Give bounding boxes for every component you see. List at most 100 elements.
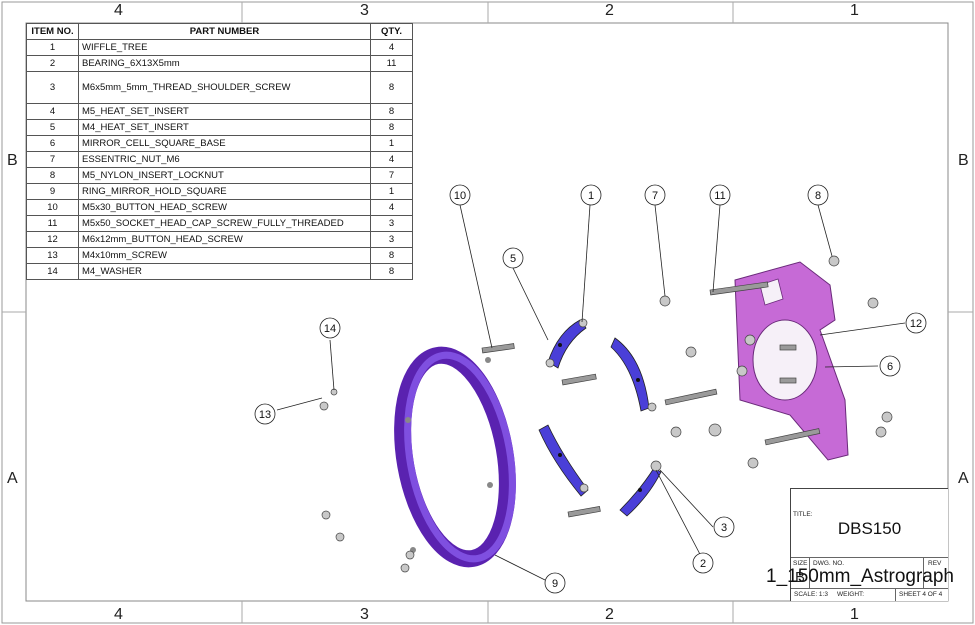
bom-header-part: PART NUMBER <box>78 23 371 40</box>
balloon-10: 10 <box>449 184 471 206</box>
bom-item: 2 <box>26 55 79 72</box>
mirror-cell-base <box>734 261 849 461</box>
bom-qty: 4 <box>370 39 413 56</box>
bom-item: 12 <box>26 231 79 248</box>
bom-part: M4x10mm_SCREW <box>78 247 371 264</box>
balloon-8: 8 <box>807 184 829 206</box>
bom-part: ESSENTRIC_NUT_M6 <box>78 151 371 168</box>
bom-part: BEARING_6X13X5mm <box>78 55 371 72</box>
svg-text:7: 7 <box>652 190 658 202</box>
bom-header-qty: QTY. <box>370 23 413 40</box>
bom-item: 14 <box>26 263 79 280</box>
mirror-ring <box>394 346 516 568</box>
bom-qty: 3 <box>370 231 413 248</box>
bom-part: M4_HEAT_SET_INSERT <box>78 119 371 136</box>
bom-part: M6x12mm_BUTTON_HEAD_SCREW <box>78 231 371 248</box>
wiffle-tree-group <box>538 319 662 517</box>
bom-item: 9 <box>26 183 79 200</box>
zone-col-2-bottom: 2 <box>605 606 614 623</box>
bom-item: 7 <box>26 151 79 168</box>
bom-part: MIRROR_CELL_SQUARE_BASE <box>78 135 371 152</box>
svg-text:13: 13 <box>259 409 271 421</box>
balloon-13: 13 <box>254 403 276 425</box>
bom-header-item: ITEM NO. <box>26 23 79 40</box>
zone-row-b-right: B <box>958 152 969 169</box>
bom-qty: 8 <box>370 263 413 280</box>
balloon-1: 1 <box>580 184 602 206</box>
balloons: 1 5 7 11 8 10 12 6 14 13 3 2 9 <box>254 184 927 594</box>
zone-col-3-top: 3 <box>360 2 369 19</box>
bom-item: 13 <box>26 247 79 264</box>
drawing-title: DBS150 <box>837 519 902 538</box>
bom-qty: 1 <box>370 183 413 200</box>
rev-label: REV <box>928 560 942 567</box>
title-block-divider <box>809 557 810 588</box>
bom-part: M5x50_SOCKET_HEAD_CAP_SCREW_FULLY_THREAD… <box>78 215 371 232</box>
zone-row-a-right: A <box>958 470 969 487</box>
bom-part: M6x5mm_5mm_THREAD_SHOULDER_SCREW <box>78 71 371 104</box>
svg-text:12: 12 <box>910 318 922 330</box>
bom-qty: 7 <box>370 167 413 184</box>
bom-item: 5 <box>26 119 79 136</box>
bom-qty: 11 <box>370 55 413 72</box>
leader-lines <box>276 204 906 581</box>
bom-header-row: ITEM NO. PART NUMBER QTY. <box>26 23 413 40</box>
zone-row-b-left: B <box>7 152 18 169</box>
zone-col-4-bottom: 4 <box>114 606 123 623</box>
sheet-number: SHEET 4 OF 4 <box>899 591 943 598</box>
bom-part: M5_HEAT_SET_INSERT <box>78 103 371 120</box>
svg-text:3: 3 <box>721 522 727 534</box>
scale-text: SCALE: 1:3 <box>794 591 828 598</box>
title-block-divider <box>791 588 948 589</box>
bom-item: 6 <box>26 135 79 152</box>
drawing-number: 1_150mm_Astrograph <box>766 566 954 587</box>
balloon-14: 14 <box>319 317 341 339</box>
bom-item: 10 <box>26 199 79 216</box>
bom-qty: 8 <box>370 119 413 136</box>
bom-part: M4_WASHER <box>78 263 371 280</box>
bom-qty: 8 <box>370 247 413 264</box>
balloon-9: 9 <box>544 572 566 594</box>
bom-item: 1 <box>26 39 79 56</box>
title-label: TITLE: <box>793 511 813 518</box>
svg-text:2: 2 <box>700 558 706 570</box>
bom-qty: 8 <box>370 71 413 104</box>
bom-qty: 3 <box>370 215 413 232</box>
hardware-group <box>319 255 893 573</box>
svg-text:9: 9 <box>552 578 558 590</box>
bom-item: 8 <box>26 167 79 184</box>
zone-col-4-top: 4 <box>114 2 123 19</box>
bom-part: M5_NYLON_INSERT_LOCKNUT <box>78 167 371 184</box>
svg-text:11: 11 <box>714 190 725 202</box>
bom-part: M5x30_BUTTON_HEAD_SCREW <box>78 199 371 216</box>
balloon-11: 11 <box>709 184 731 206</box>
title-block-divider <box>791 557 948 558</box>
bom-item: 4 <box>26 103 79 120</box>
balloon-7: 7 <box>644 184 666 206</box>
title-block-divider <box>923 557 924 588</box>
bom-part: WIFFLE_TREE <box>78 39 371 56</box>
dwg-no-label: DWG. NO. <box>813 560 845 567</box>
bom-qty: 8 <box>370 103 413 120</box>
bom-item: 11 <box>26 215 79 232</box>
bom-item: 3 <box>26 71 79 104</box>
balloon-6: 6 <box>879 355 901 377</box>
weight-label: WEIGHT: <box>837 591 865 598</box>
bom-part: RING_MIRROR_HOLD_SQUARE <box>78 183 371 200</box>
balloon-2: 2 <box>692 552 714 574</box>
svg-text:6: 6 <box>887 361 893 373</box>
